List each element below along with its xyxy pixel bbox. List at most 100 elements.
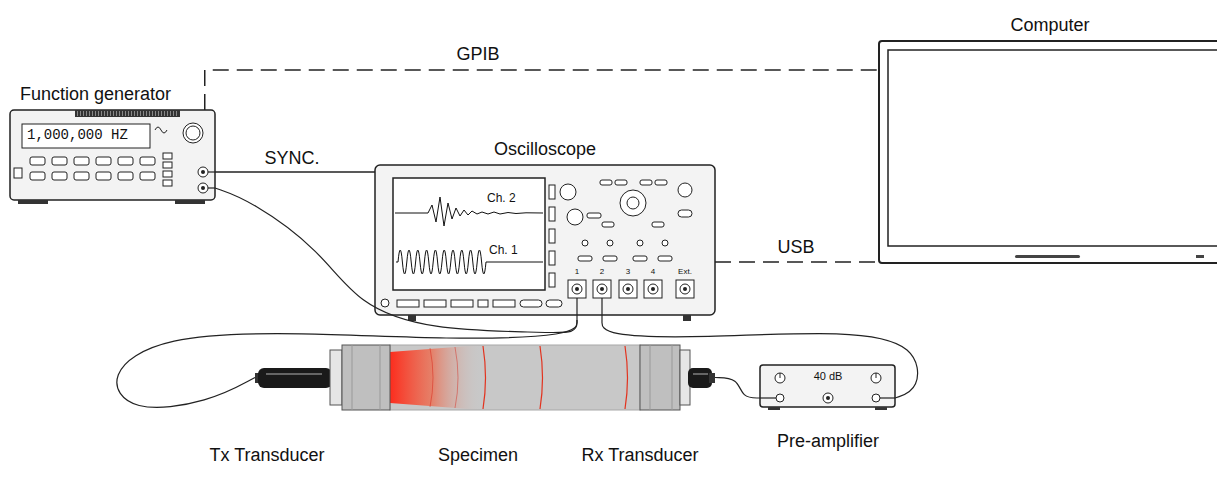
control-button <box>640 180 652 185</box>
channel-input <box>593 280 611 298</box>
coax-cable <box>117 320 577 407</box>
key-button <box>52 157 67 165</box>
device-label: Rx Transducer <box>581 445 698 466</box>
key-button <box>163 171 172 177</box>
tx-transducer: Tx Transducer <box>255 345 390 410</box>
channel-input <box>626 287 630 291</box>
cable-stub <box>208 171 215 172</box>
control-button <box>607 240 613 246</box>
connection-label: GPIB <box>453 44 502 65</box>
trace-label: Ch. 2 <box>487 192 516 206</box>
oscilloscope: OscilloscopeCh. 2Ch. 11234Ext. <box>375 165 715 320</box>
menu-button <box>424 300 446 307</box>
device-label: Oscilloscope <box>494 139 596 160</box>
channel-input <box>619 280 637 298</box>
channel-input <box>676 280 694 298</box>
control-button <box>655 180 667 185</box>
control-button <box>637 240 643 246</box>
instrument-body <box>10 110 215 200</box>
coax-cable <box>215 188 577 333</box>
function-generator-drawing <box>10 110 215 204</box>
bnc-connector <box>776 394 784 402</box>
channel-input <box>575 287 579 291</box>
bnc-connector <box>198 183 208 193</box>
gpib-bus <box>205 70 878 110</box>
amplifier-knob <box>775 373 785 383</box>
control-button <box>633 256 647 261</box>
menu-button <box>451 300 473 307</box>
trace-label: Ch. 1 <box>489 244 518 258</box>
specimen-drawing <box>390 345 640 410</box>
channel-label: 1 <box>575 268 579 276</box>
transducer-body <box>688 368 712 388</box>
monitor-screen <box>888 50 1217 246</box>
control-knob <box>678 183 692 197</box>
amplifier-knob <box>780 373 781 378</box>
cable-stub <box>208 187 215 188</box>
key-button <box>118 157 133 165</box>
channel-input <box>572 284 582 294</box>
control-knob <box>560 184 576 200</box>
power-input <box>823 393 833 403</box>
power-switch <box>14 168 22 178</box>
display-window <box>22 124 150 148</box>
connection-label: USB <box>774 237 817 258</box>
key-button <box>30 172 45 180</box>
instrument-foot <box>18 200 48 204</box>
cable-stub <box>760 397 776 398</box>
key-button <box>74 172 89 180</box>
channel-label: 3 <box>626 268 630 276</box>
housing-edge <box>650 345 651 410</box>
rotary-knob <box>186 126 200 140</box>
menu-button <box>493 300 515 307</box>
wavefront <box>625 346 628 409</box>
wavefront <box>455 347 458 408</box>
key-button <box>140 172 155 180</box>
softkey <box>549 273 555 287</box>
rx-transducer: Rx Transducer <box>640 345 715 410</box>
usb-cable <box>715 261 878 263</box>
channel-input <box>683 287 687 291</box>
control-knob <box>567 209 583 225</box>
key-button <box>74 157 89 165</box>
computer: Computer <box>878 40 1217 265</box>
channel-input <box>568 280 586 298</box>
connector-tip <box>709 373 715 383</box>
coax-cable <box>715 378 760 398</box>
vent-slots <box>77 111 178 116</box>
gain-label: 40 dB <box>814 370 843 383</box>
channel-label: 4 <box>651 268 655 276</box>
key-button <box>118 172 133 180</box>
channel-input <box>600 287 604 291</box>
display-readout: 1,000,000 HZ <box>27 127 128 143</box>
menu-button <box>520 300 542 307</box>
power-button <box>381 299 389 307</box>
device-label: Function generator <box>20 84 171 105</box>
control-button <box>600 180 612 185</box>
instrument-body <box>375 165 715 315</box>
pre-amplifier: Pre-amplifier40 dB <box>760 365 895 410</box>
control-button <box>678 210 692 217</box>
wavefront <box>430 348 433 407</box>
bnc-connector <box>201 186 205 190</box>
instrument-foot <box>175 200 205 204</box>
softkey <box>549 207 555 221</box>
cable-stub <box>576 298 577 320</box>
tx-transducer-drawing <box>255 345 390 410</box>
excitation-trace <box>396 250 543 274</box>
power-led <box>1196 255 1204 258</box>
device-label: Computer <box>1010 15 1089 36</box>
preamplifier-drawing <box>760 365 895 410</box>
control-button <box>658 256 672 261</box>
device-label: Tx Transducer <box>209 445 324 466</box>
cable-stub <box>601 298 602 320</box>
key-button <box>163 180 172 186</box>
specimen-bar <box>390 345 640 410</box>
channel-label: Ext. <box>678 268 692 276</box>
housing-edge <box>672 345 673 410</box>
softkey <box>549 185 555 199</box>
control-button <box>582 240 588 246</box>
housing-edge <box>352 345 353 410</box>
